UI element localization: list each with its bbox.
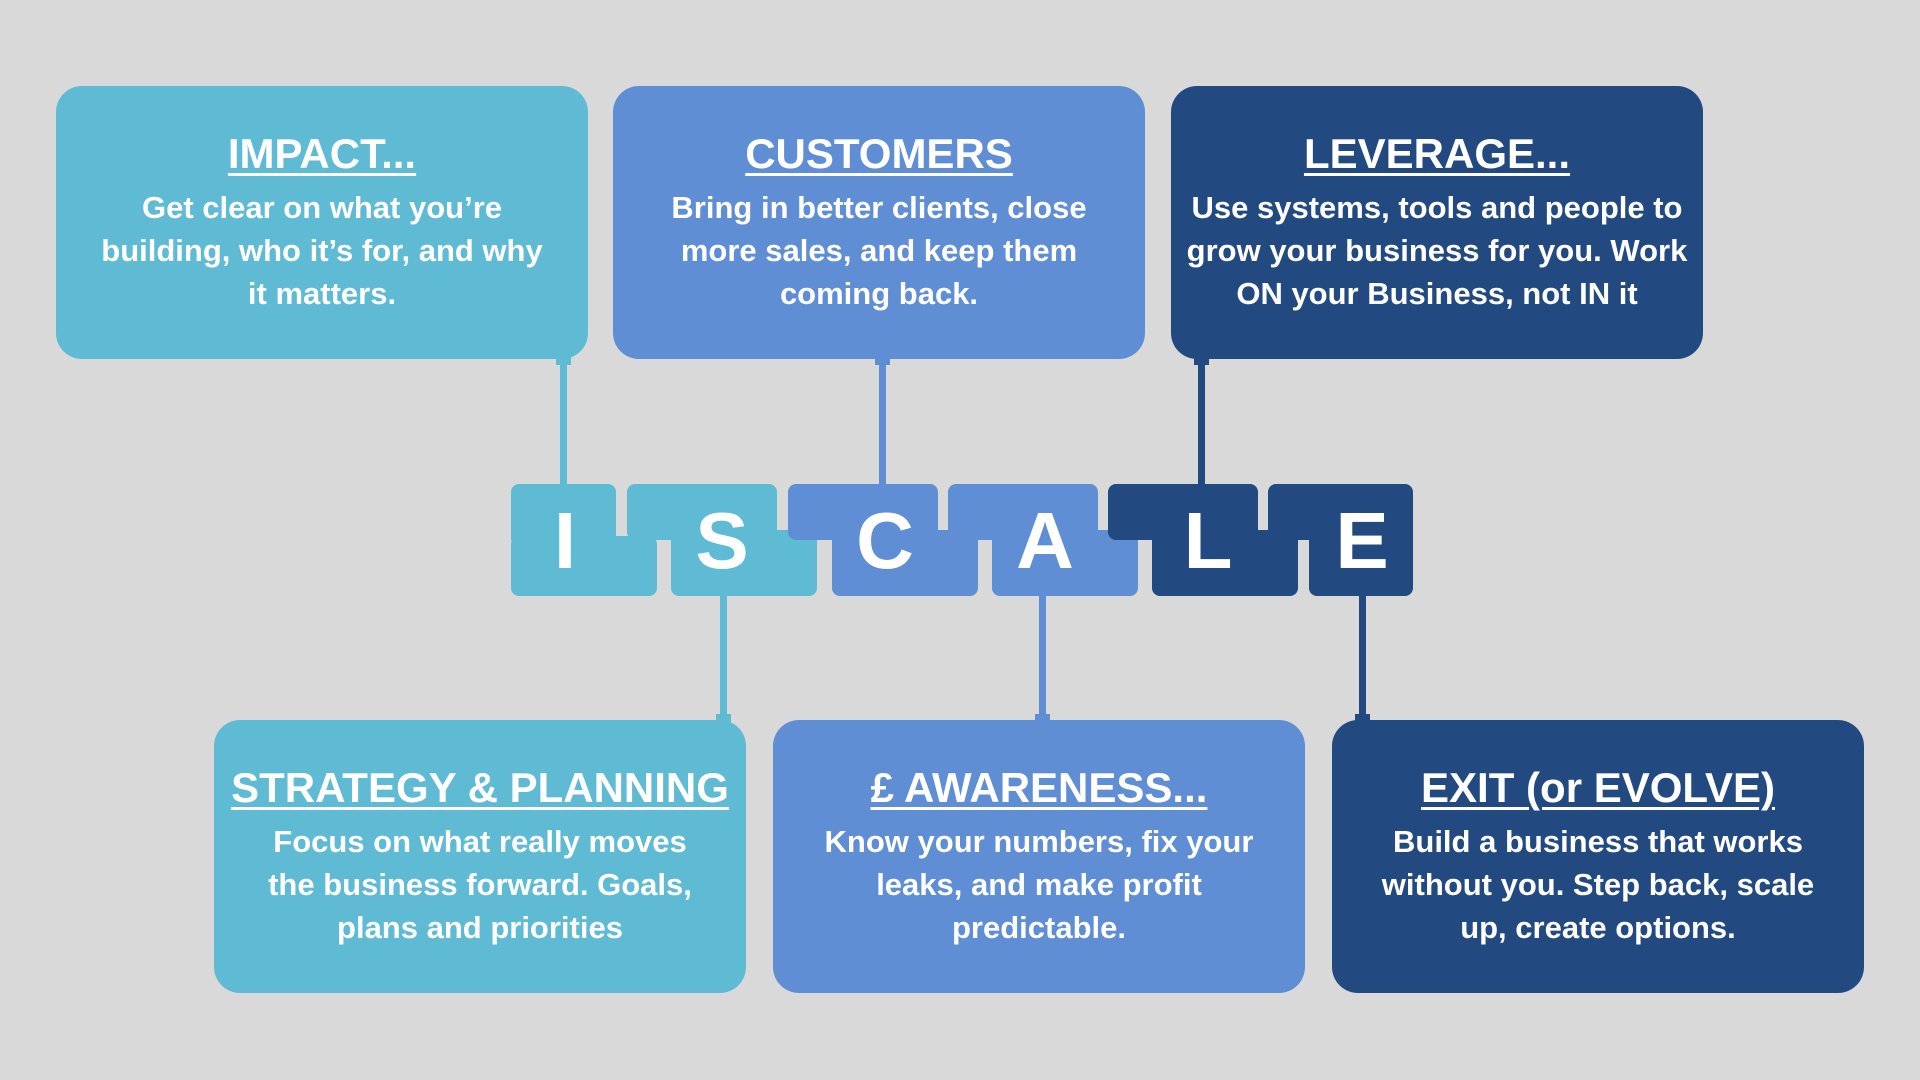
exit-title: EXIT (or EVOLVE) <box>1421 764 1775 811</box>
connector-e <box>1359 594 1366 724</box>
tile-a <box>948 484 1138 596</box>
tile-c <box>788 484 978 596</box>
strategy-body: Focus on what really moves the business … <box>268 824 692 945</box>
customers-body: Bring in better clients, close more sale… <box>671 190 1087 311</box>
letter-c: C <box>856 496 914 585</box>
awareness-body: Know your numbers, fix your leaks, and m… <box>824 824 1254 945</box>
leverage-box: LEVERAGE... Use systems, tools and peopl… <box>1171 86 1703 359</box>
strategy-box: STRATEGY & PLANNING Focus on what really… <box>214 720 746 993</box>
impact-title: IMPACT... <box>227 130 417 177</box>
tile-i <box>511 484 657 596</box>
leverage-body: Use systems, tools and people to grow yo… <box>1186 190 1688 311</box>
impact-body: Get clear on what you’re building, who i… <box>101 190 543 311</box>
connectors <box>556 356 1370 724</box>
tile-s <box>627 484 817 596</box>
customers-box: CUSTOMERS Bring in better clients, close… <box>613 86 1145 359</box>
customers-title: CUSTOMERS <box>745 130 1013 177</box>
awareness-box: £ AWARENESS... Know your numbers, fix yo… <box>773 720 1305 993</box>
leverage-title: LEVERAGE... <box>1303 130 1571 177</box>
tile-e <box>1268 484 1413 596</box>
awareness-title: £ AWARENESS... <box>870 764 1208 811</box>
connector-l <box>1198 356 1205 486</box>
connector-s <box>720 594 727 724</box>
impact-box: IMPACT... Get clear on what you’re build… <box>56 86 588 359</box>
letter-a: A <box>1016 496 1074 585</box>
connector-i <box>560 356 567 486</box>
tile-l <box>1108 484 1298 596</box>
strategy-title: STRATEGY & PLANNING <box>231 764 729 811</box>
letter-l: L <box>1184 496 1233 585</box>
connector-c <box>879 356 886 486</box>
letter-s: S <box>695 496 748 585</box>
exit-box: EXIT (or EVOLVE) Build a business that w… <box>1332 720 1864 993</box>
letter-e: E <box>1335 496 1388 585</box>
exit-body: Build a business that works without you.… <box>1381 824 1815 945</box>
letter-i: I <box>554 496 576 585</box>
connector-a <box>1039 594 1046 724</box>
